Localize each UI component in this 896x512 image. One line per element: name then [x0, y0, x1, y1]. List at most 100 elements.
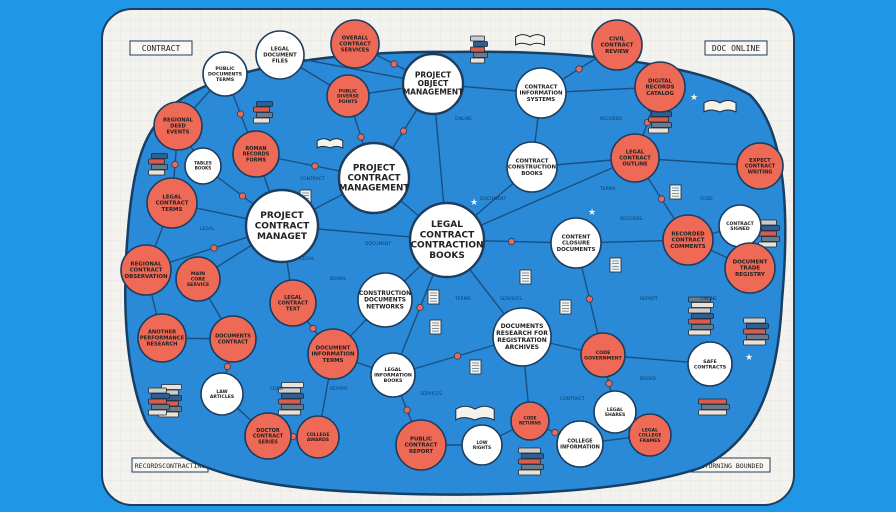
node-label-line: OBSERVATION [125, 274, 168, 280]
node-label-line: CLOSURE [562, 241, 590, 247]
node-label-line: FRAMES [639, 438, 660, 444]
node-circle [370, 352, 416, 398]
edge-junction-dot [657, 195, 666, 203]
book-stack-icon [148, 387, 170, 416]
node-label-line: COMMENTS [670, 244, 705, 250]
node-label-line: CONTRACT [347, 174, 400, 184]
node-label-line: LOW [476, 440, 487, 446]
node-label-line: CONTRACT [156, 201, 189, 207]
book-stack-icon [470, 35, 488, 64]
node-label-line: RECORDED [671, 231, 705, 237]
node-label-line: POINTS [338, 99, 357, 105]
node-circle [510, 401, 550, 441]
node-label-line: SHARES [605, 412, 625, 418]
node-label-line: DOCUMENT [316, 345, 351, 351]
node-label-line: CONTRACT [405, 443, 438, 449]
node-label-line: LEGAL [626, 150, 645, 156]
star-icon: ★ [588, 208, 596, 218]
node-circle [395, 419, 447, 471]
node-label-line: LEGAL [431, 220, 463, 230]
document-icon [427, 289, 440, 305]
node-label-line: MAIN [191, 271, 205, 277]
node-circle [202, 51, 248, 97]
node-label-line: COLLEGE [307, 432, 330, 438]
node-label-line: RECORDS [243, 152, 270, 158]
node-label-line: LEGAL [284, 295, 303, 301]
node-label-line: DOCUMENTS [501, 323, 544, 330]
annotation-label: LEGAL [200, 226, 215, 232]
node-circle [255, 30, 305, 80]
node-circle [337, 141, 411, 215]
document-icon [609, 257, 622, 273]
node-label-line: COLLEGE [567, 439, 593, 445]
node-label-line: EXPECT [749, 158, 771, 164]
node-circle [401, 52, 465, 116]
node-circle [120, 244, 172, 296]
node-label-line: PERFORMANCE [140, 336, 185, 342]
star-icon: ★ [470, 198, 478, 208]
node-label-line: CONTENT [562, 234, 591, 240]
node-label-line: ROMAN [245, 146, 266, 152]
node-circle [408, 201, 486, 279]
node-label-line: OBJECT [418, 79, 450, 88]
node-circle [492, 307, 552, 367]
node-label-line: LEGAL [607, 407, 623, 413]
edge-junction-dot [236, 110, 245, 118]
node-circle [244, 188, 320, 264]
annotation-label: RECORDS [620, 216, 642, 222]
edge-junction-dot [605, 379, 613, 388]
edge-junction-dot [551, 428, 559, 437]
edge-junction-dot [311, 162, 319, 170]
decor-layer: CONTRACTONLINEDOCUMENTTERMSRECORDSLEGALB… [148, 34, 780, 476]
node-label-line: INFORMATION [560, 444, 600, 450]
node-circle [687, 341, 733, 387]
node-label-line: DOCUMENTS [364, 298, 406, 304]
node-label-line: SERIES [258, 439, 278, 445]
corner-bottom-left-label: RECORDSCONTRACTING [135, 462, 206, 470]
